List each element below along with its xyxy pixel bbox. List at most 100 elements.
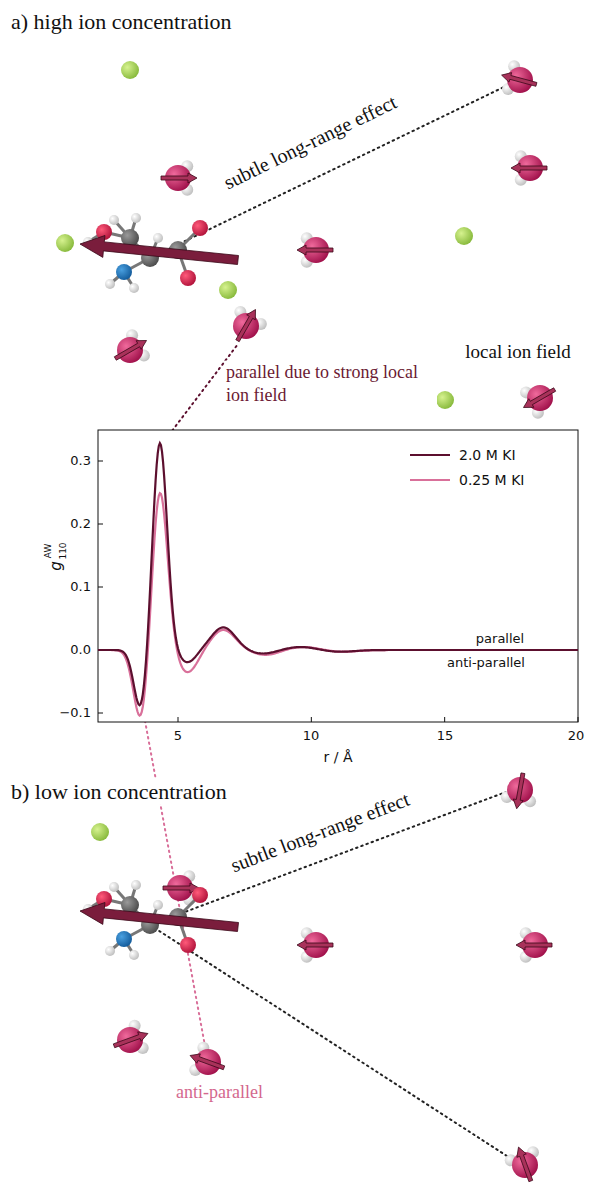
water-molecule <box>520 385 556 419</box>
atom <box>192 220 208 236</box>
molecular-dipole-arrow <box>80 236 239 265</box>
tick-label: 0.1 <box>69 579 92 595</box>
atom <box>116 931 132 947</box>
atom <box>109 215 119 225</box>
molecular-dipole-arrow <box>80 903 239 932</box>
tick-label: 20 <box>567 728 586 744</box>
iodide-ion <box>121 61 139 79</box>
legend-text: 0.25 M KI <box>458 472 525 489</box>
ion-sphere <box>219 281 237 299</box>
long-range-line <box>150 925 510 1158</box>
axis-label: 110 <box>58 541 69 560</box>
atom <box>180 937 196 953</box>
amino-acid <box>80 880 239 960</box>
atom <box>105 946 115 956</box>
long-range-line <box>150 86 506 258</box>
tick-label: 0.3 <box>69 453 92 469</box>
tick-label: 0.2 <box>69 516 92 532</box>
dipole-arrow <box>517 1147 533 1182</box>
atom <box>153 900 163 910</box>
y-tick <box>98 524 103 525</box>
axis-label: g <box>47 560 65 572</box>
water-molecule <box>502 60 537 95</box>
curve-0p25M <box>98 493 578 716</box>
y-tick <box>98 461 103 462</box>
x-tick <box>178 717 179 722</box>
dipole-arrow <box>297 245 333 255</box>
dipole-arrow <box>190 1054 225 1070</box>
water-molecule <box>114 329 150 363</box>
dipole-arrow <box>236 310 256 342</box>
legend-sample <box>410 479 450 481</box>
water-molecule <box>113 1020 148 1054</box>
water-molecule <box>516 927 552 963</box>
dipole-arrow <box>516 940 552 950</box>
dipole-arrow <box>513 773 525 809</box>
annotation: subtle long-range effect <box>226 786 413 877</box>
dipole-arrow <box>524 388 556 408</box>
atom <box>192 887 208 903</box>
water-molecule <box>297 927 333 963</box>
dipole-arrow <box>114 341 146 361</box>
curve-2M <box>98 443 578 705</box>
ion-sphere <box>455 227 473 245</box>
iodide-ion <box>56 234 74 252</box>
water-molecule <box>501 773 536 809</box>
annotation: anti-parallel <box>175 1082 264 1104</box>
water-molecule <box>233 306 267 342</box>
annotation: local ion field <box>464 341 572 364</box>
axis-label: r / Å <box>323 749 354 766</box>
tick-label: 5 <box>173 728 183 744</box>
water-molecule <box>161 160 197 196</box>
legend-sample <box>410 454 450 456</box>
ion-sphere <box>91 823 109 841</box>
ion-sphere <box>436 391 454 409</box>
iodide-ion <box>91 823 109 841</box>
x-tick <box>444 717 445 722</box>
tick-label: 10 <box>302 728 321 744</box>
x-tick <box>311 717 312 722</box>
atom <box>129 950 139 960</box>
annotation: parallel due to strong local ion field <box>225 361 437 408</box>
tick-label: −0.1 <box>58 705 92 721</box>
water-molecule <box>511 150 547 186</box>
atom <box>105 279 115 289</box>
iodide-ion <box>219 281 237 299</box>
dipole-arrow <box>113 1032 148 1048</box>
axis-label: AW <box>43 543 54 560</box>
legend-text: 2.0 M KI <box>458 447 517 464</box>
y-tick <box>98 713 103 714</box>
iodide-ion <box>436 391 454 409</box>
atom <box>116 264 132 280</box>
long-range-line <box>150 792 506 925</box>
atom <box>131 213 141 223</box>
dipole-arrow <box>297 940 333 950</box>
ion-sphere <box>56 234 74 252</box>
annotation: subtle long-range effect <box>219 89 402 195</box>
amino-acid <box>80 213 239 293</box>
atom <box>131 880 141 890</box>
atom <box>109 882 119 892</box>
annotation: anti-parallel <box>446 655 526 671</box>
annotation: parallel <box>475 631 525 647</box>
chart-frame <box>98 430 578 722</box>
ion-sphere <box>121 61 139 79</box>
atom <box>180 270 196 286</box>
dipole-arrow <box>502 73 537 87</box>
x-tick <box>578 717 579 722</box>
panel-label: b) low ion concentration <box>10 779 228 805</box>
water-molecule <box>189 1042 224 1076</box>
atom <box>129 283 139 293</box>
panel-label: a) high ion concentration <box>10 9 233 35</box>
atom <box>153 233 163 243</box>
dip-pointer-line <box>143 710 205 1046</box>
water-molecule <box>505 1146 539 1181</box>
rdf-chart <box>98 430 578 722</box>
tick-label: 15 <box>436 728 455 744</box>
dipole-arrow <box>511 163 547 173</box>
iodide-ion <box>455 227 473 245</box>
tick-label: 0.0 <box>69 642 92 658</box>
y-tick <box>98 587 103 588</box>
